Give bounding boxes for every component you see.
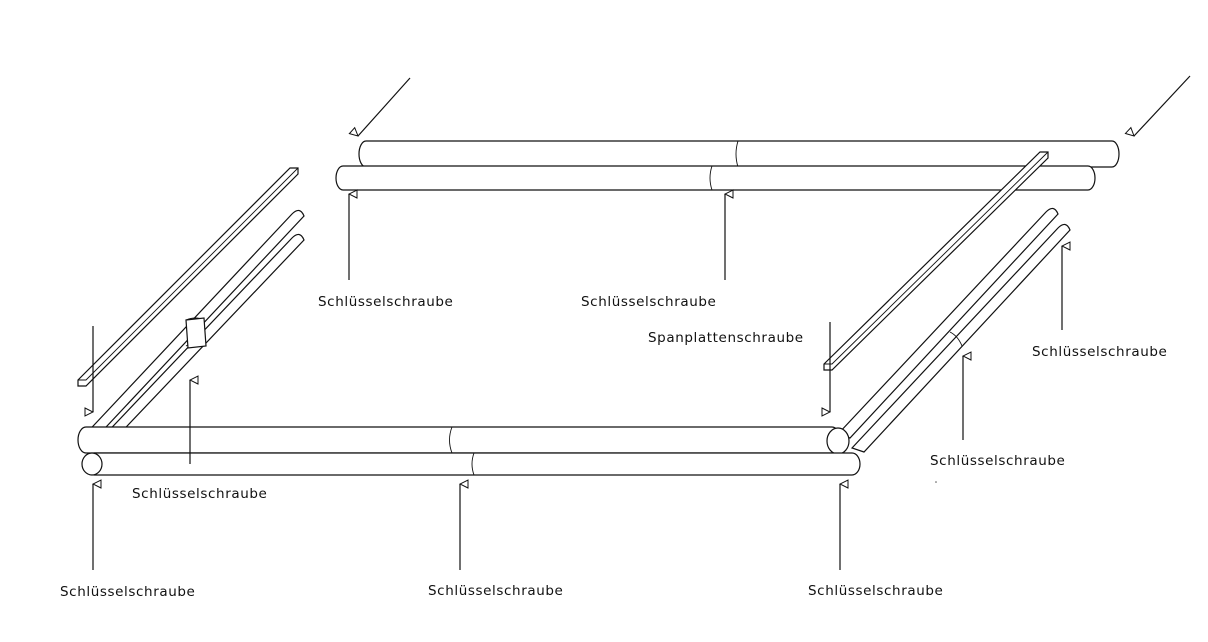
- label-lag-bottom-right: Schlüsselschraube: [808, 583, 944, 599]
- screw-arrows: [93, 75, 1191, 570]
- left-side-logs: [78, 209, 305, 445]
- label-lag-bottom-mid: Schlüsselschraube: [428, 583, 564, 599]
- label-lag-top-left: Schlüsselschraube: [318, 294, 454, 310]
- label-lag-right-near: Schlüsselschraube: [930, 453, 1066, 469]
- label-chipboard-screw: Spanplattenschraube: [648, 330, 804, 346]
- right-plate: [823, 151, 1049, 371]
- label-lag-top-mid: Schlüsselschraube: [581, 294, 717, 310]
- back-lower-log: [335, 165, 1096, 191]
- label-lag-bottom-left: Schlüsselschraube: [60, 584, 196, 600]
- label-lag-front-inner: Schlüsselschraube: [132, 486, 268, 502]
- front-lower-log: [81, 452, 861, 476]
- left-plate: [77, 167, 299, 387]
- back-upper-log: [358, 140, 1120, 168]
- right-side-logs: [836, 207, 1071, 453]
- label-lag-right-far: Schlüsselschraube: [1032, 344, 1168, 360]
- front-upper-log: [77, 426, 850, 455]
